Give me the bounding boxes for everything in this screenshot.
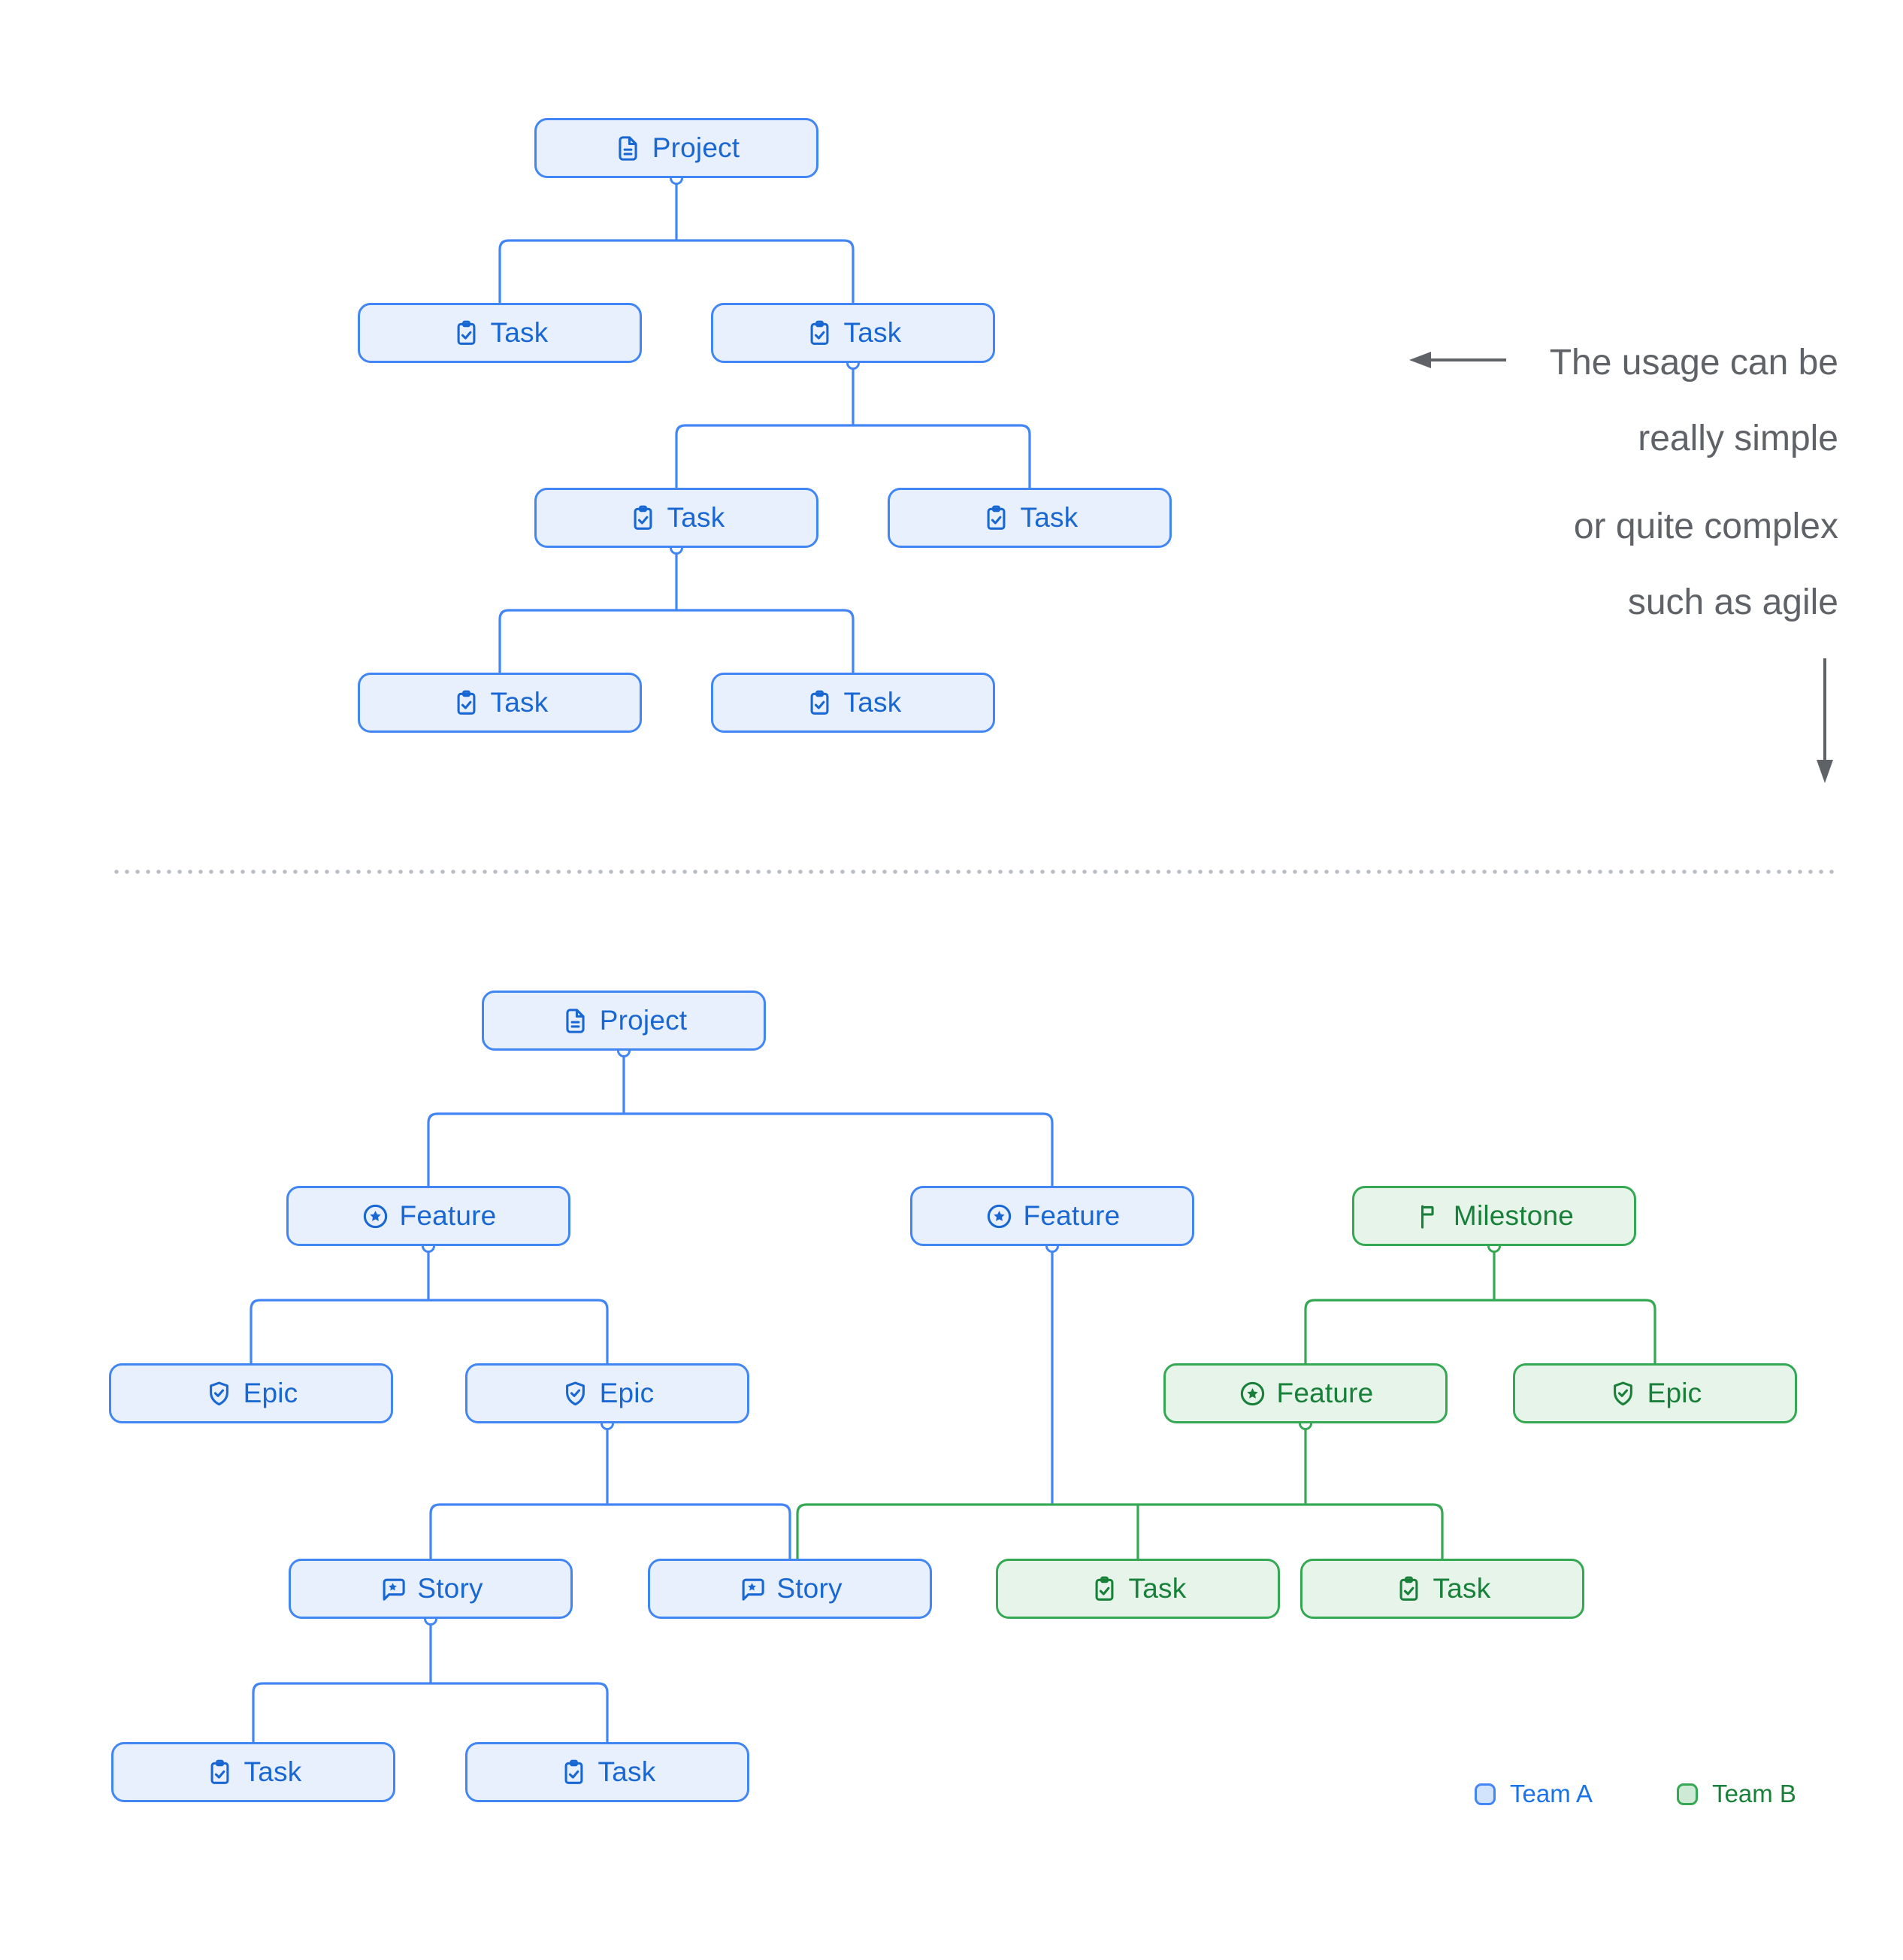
team-a-swatch-icon: [1475, 1783, 1496, 1805]
node-label: Task: [490, 687, 549, 718]
node-task[interactable]: Task: [111, 1742, 395, 1802]
task-checklist-icon: [628, 504, 658, 533]
annotation-block-1: The usage can be really simple: [1550, 325, 1838, 476]
node-label: Story: [417, 1573, 483, 1604]
node-epic[interactable]: Epic: [109, 1363, 393, 1423]
node-project[interactable]: Project: [534, 118, 818, 178]
node-label: Epic: [1647, 1378, 1702, 1408]
node-task[interactable]: Task: [711, 303, 995, 363]
team-b-swatch-icon: [1677, 1783, 1699, 1805]
arrow-left-icon: [1409, 352, 1506, 368]
node-project[interactable]: Project: [482, 991, 766, 1051]
node-story[interactable]: Story: [289, 1559, 573, 1619]
task-checklist-icon: [1090, 1574, 1119, 1604]
node-milestone[interactable]: Milestone: [1352, 1186, 1636, 1246]
epic-shield-icon: [1608, 1379, 1638, 1408]
node-label: Task: [667, 502, 725, 533]
node-feature[interactable]: Feature: [910, 1186, 1194, 1246]
node-story[interactable]: Story: [648, 1559, 932, 1619]
node-label: Task: [244, 1756, 302, 1787]
node-label: Task: [598, 1756, 656, 1787]
task-checklist-icon: [805, 688, 834, 718]
node-task[interactable]: Task: [711, 673, 995, 733]
annotation-line: such as agile: [1627, 582, 1838, 622]
epic-shield-icon: [204, 1379, 234, 1408]
node-label: Task: [843, 317, 902, 348]
task-checklist-icon: [1394, 1574, 1423, 1604]
node-label: Feature: [1276, 1378, 1374, 1408]
node-epic[interactable]: Epic: [1513, 1363, 1797, 1423]
task-checklist-icon: [452, 319, 481, 348]
node-task[interactable]: Task: [888, 488, 1172, 548]
node-label: Epic: [599, 1378, 655, 1408]
task-checklist-icon: [805, 319, 834, 348]
task-checklist-icon: [205, 1758, 234, 1787]
section-divider: [111, 869, 1835, 875]
task-checklist-icon: [559, 1758, 588, 1787]
annotation-line: The usage can be: [1549, 343, 1838, 383]
node-label: Task: [1433, 1573, 1491, 1604]
document-icon: [613, 134, 643, 163]
node-epic[interactable]: Epic: [465, 1363, 749, 1423]
node-label: Task: [843, 687, 902, 718]
milestone-flag-icon: [1414, 1202, 1444, 1231]
node-task[interactable]: Task: [358, 673, 642, 733]
node-label: Feature: [1023, 1200, 1121, 1231]
node-label: Task: [1128, 1573, 1187, 1604]
annotation-line: or quite complex: [1573, 507, 1838, 546]
feature-star-icon: [1238, 1379, 1267, 1408]
node-label: Project: [652, 132, 740, 163]
node-feature[interactable]: Feature: [286, 1186, 570, 1246]
node-label: Task: [490, 317, 549, 348]
feature-star-icon: [361, 1202, 390, 1231]
story-bubble-icon: [378, 1574, 407, 1604]
task-checklist-icon: [452, 688, 481, 718]
feature-star-icon: [985, 1202, 1014, 1231]
node-label: Project: [599, 1005, 688, 1036]
node-label: Milestone: [1453, 1200, 1575, 1231]
legend-label: Team A: [1510, 1780, 1593, 1807]
annotation-block-2: or quite complex such as agile: [1574, 488, 1838, 640]
node-label: Task: [1020, 502, 1079, 533]
node-task[interactable]: Task: [465, 1742, 749, 1802]
legend-item-team-b: Team B: [1677, 1780, 1796, 1808]
story-bubble-icon: [737, 1574, 767, 1604]
document-icon: [561, 1006, 590, 1036]
task-checklist-icon: [982, 504, 1011, 533]
epic-shield-icon: [561, 1379, 590, 1408]
node-task[interactable]: Task: [996, 1559, 1280, 1619]
arrow-down-icon: [1817, 658, 1833, 783]
node-feature[interactable]: Feature: [1163, 1363, 1448, 1423]
node-label: Epic: [243, 1378, 298, 1408]
node-task[interactable]: Task: [358, 303, 642, 363]
legend-label: Team B: [1712, 1780, 1796, 1807]
node-label: Story: [776, 1573, 843, 1604]
annotation-line: really simple: [1638, 419, 1838, 458]
node-task[interactable]: Task: [1300, 1559, 1584, 1619]
legend-item-team-a: Team A: [1475, 1780, 1593, 1808]
node-task[interactable]: Task: [534, 488, 818, 548]
node-label: Feature: [399, 1200, 497, 1231]
legend: Team A Team B: [1475, 1780, 1796, 1808]
